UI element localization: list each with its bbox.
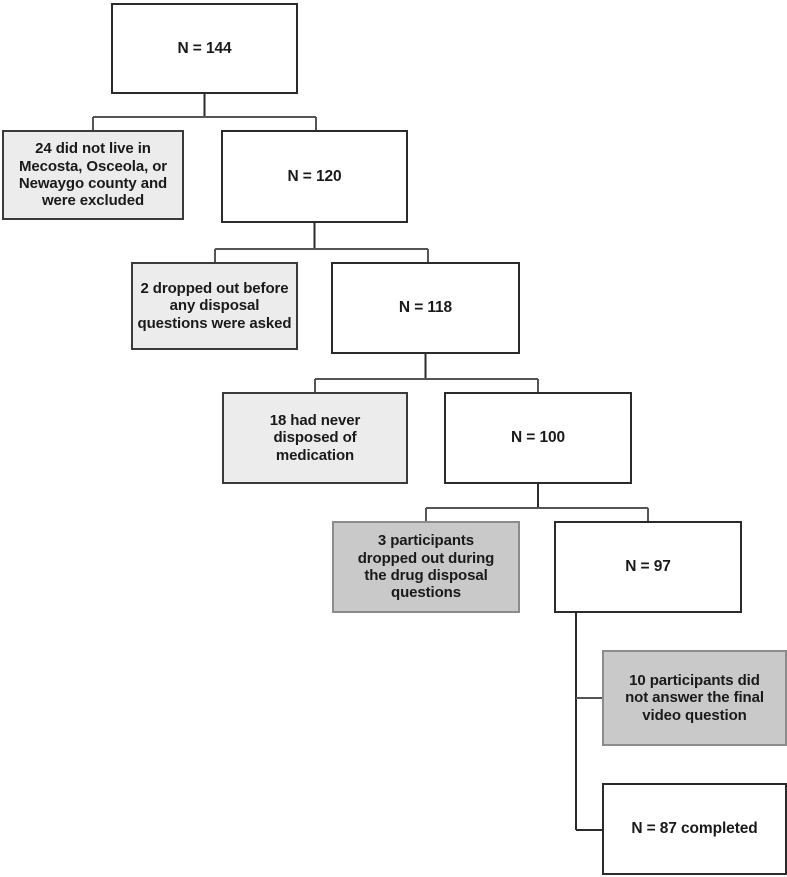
- node-n87-completed: N = 87 completed: [602, 783, 787, 875]
- node-n120: N = 120: [221, 130, 408, 223]
- node-dropped-3: 3 participants dropped out during the dr…: [332, 521, 520, 613]
- node-no-answer-10: 10 participants did not answer the final…: [602, 650, 787, 746]
- node-n118: N = 118: [331, 262, 520, 354]
- node-dropped-3-label: 3 participants dropped out during the dr…: [357, 532, 495, 602]
- node-n100: N = 100: [444, 392, 632, 484]
- node-n87-completed-label: N = 87 completed: [631, 820, 758, 838]
- node-n97-label: N = 97: [625, 558, 671, 576]
- node-no-answer-10-label: 10 participants did not answer the final…: [625, 671, 764, 724]
- node-excluded-24-label: 24 did not live in Mecosta, Osceola, or …: [18, 140, 168, 210]
- node-n118-label: N = 118: [398, 299, 453, 317]
- node-dropped-2: 2 dropped out before any disposal questi…: [131, 262, 298, 350]
- node-n100-label: N = 100: [510, 429, 566, 447]
- node-dropped-2-label: 2 dropped out before any disposal questi…: [137, 279, 292, 332]
- node-n120-label: N = 120: [287, 167, 342, 185]
- node-n97: N = 97: [554, 521, 742, 613]
- node-never-disposed-18: 18 had never disposed of medication: [222, 392, 408, 484]
- node-n144-label: N = 144: [177, 39, 232, 57]
- node-excluded-24: 24 did not live in Mecosta, Osceola, or …: [2, 130, 184, 220]
- node-never-disposed-18-label: 18 had never disposed of medication: [269, 411, 361, 464]
- node-n144: N = 144: [111, 3, 298, 94]
